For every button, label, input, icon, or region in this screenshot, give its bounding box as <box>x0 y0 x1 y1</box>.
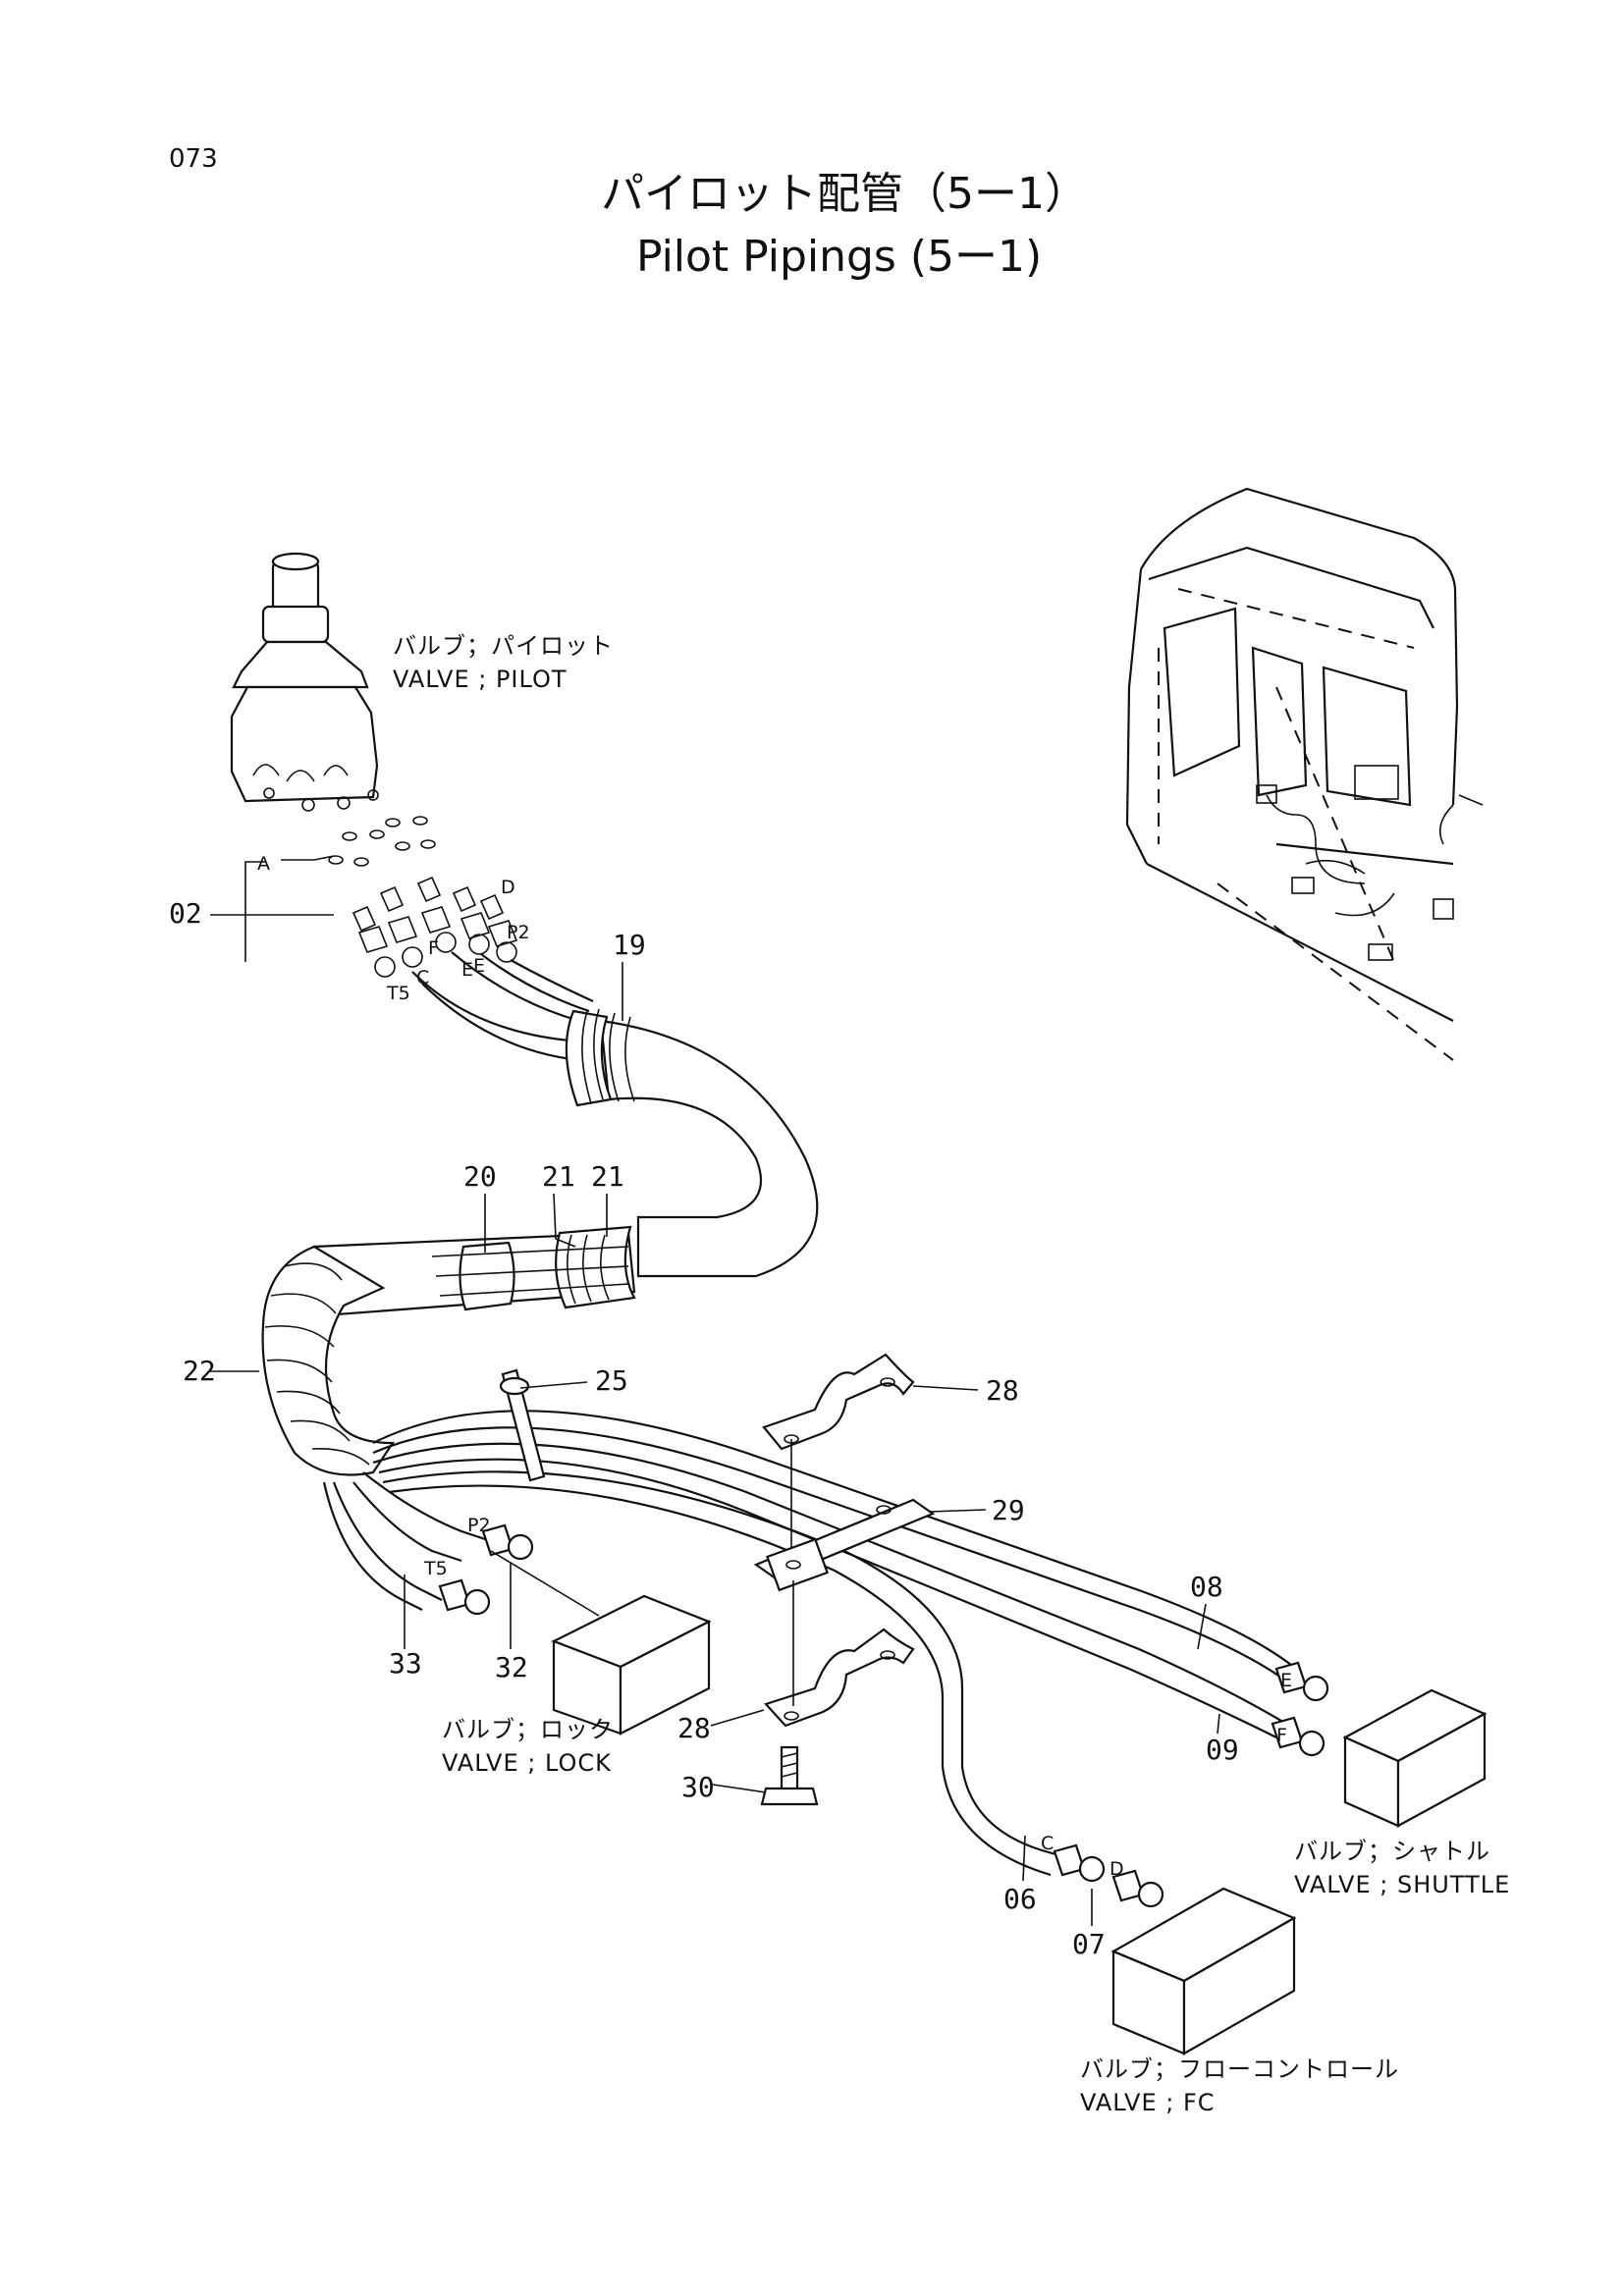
title-japanese: パイロット配管（5ー1） <box>601 169 1088 219</box>
leader-lines <box>210 855 1220 1926</box>
clip-25 <box>499 1368 546 1482</box>
port-label-e-shuttle: E <box>1280 1670 1292 1691</box>
callout-21-b: 21 <box>591 1160 624 1193</box>
clamp-28-upper <box>762 1353 915 1451</box>
port-label-p2-lower: P2 <box>467 1515 491 1536</box>
callout-02: 02 <box>169 897 202 930</box>
callout-33: 33 <box>389 1647 422 1680</box>
hose-bundle-lower <box>322 1410 1297 1877</box>
pilot-valve-label-ja: バルブ；パイロット <box>393 632 614 660</box>
fc-valve-label-ja: バルブ；フローコントロール <box>1080 2056 1399 2083</box>
port-label-f: F <box>428 937 439 959</box>
end-fittings <box>438 1523 1329 1908</box>
lock-valve-box <box>490 1550 712 1735</box>
callout-28-lower: 28 <box>677 1712 711 1744</box>
fc-valve-label-en: VALVE ; FC <box>1080 2089 1216 2116</box>
callout-29: 29 <box>992 1494 1025 1526</box>
callout-32: 32 <box>495 1651 528 1683</box>
callout-25: 25 <box>595 1364 628 1397</box>
cab-drawing <box>1125 487 1484 1061</box>
shuttle-valve-label-ja: バルブ；シャトル <box>1294 1838 1490 1865</box>
pilot-fittings <box>352 876 518 978</box>
conduit-lower <box>312 1225 636 1317</box>
bolt-30 <box>760 1745 819 1806</box>
plate-29 <box>753 1498 936 1592</box>
lock-valve-label-ja: バルブ；ロック <box>442 1716 614 1743</box>
port-label-t5-lower: T5 <box>423 1558 448 1579</box>
lock-valve-label-en: VALVE ; LOCK <box>442 1749 612 1777</box>
page-number: 073 <box>169 144 218 174</box>
o-rings <box>328 816 436 867</box>
conduit-19 <box>565 1008 819 1278</box>
port-label-e-1: E <box>461 959 473 981</box>
hose-bundle-upper <box>411 951 594 1062</box>
bolt-axis <box>790 1439 794 1706</box>
callout-07: 07 <box>1072 1928 1106 1960</box>
spiral-wrap-22 <box>261 1245 396 1476</box>
callout-08: 08 <box>1190 1571 1223 1603</box>
port-label-c: C <box>416 967 429 988</box>
callout-22: 22 <box>183 1355 216 1387</box>
shuttle-valve-label-en: VALVE ; SHUTTLE <box>1294 1871 1510 1898</box>
port-label-d: D <box>501 877 515 898</box>
callout-28-upper: 28 <box>986 1374 1019 1407</box>
callout-06: 06 <box>1003 1883 1037 1915</box>
port-label-t5-top: T5 <box>386 983 410 1004</box>
fc-valve-box <box>1110 1887 1297 2056</box>
callout-19: 19 <box>613 929 646 961</box>
pilot-valve-drawing <box>230 552 379 812</box>
port-label-p2: P2 <box>507 922 530 943</box>
clamp-28-lower <box>764 1628 915 1728</box>
port-label-d-fc: D <box>1109 1858 1124 1880</box>
port-label-e-2: E <box>473 955 485 977</box>
callout-21-a: 21 <box>542 1160 575 1193</box>
callout-30: 30 <box>681 1771 715 1803</box>
title-english: Pilot Pipings (5ー1) <box>636 232 1042 282</box>
port-label-c-fc: C <box>1041 1833 1054 1854</box>
shuttle-valve-box <box>1342 1688 1488 1828</box>
pilot-valve-label-en: VALVE ; PILOT <box>393 666 568 693</box>
port-label-f-shuttle: F <box>1276 1725 1287 1746</box>
port-label-a: A <box>257 853 270 875</box>
callout-09: 09 <box>1206 1734 1239 1766</box>
callout-20: 20 <box>463 1160 497 1193</box>
